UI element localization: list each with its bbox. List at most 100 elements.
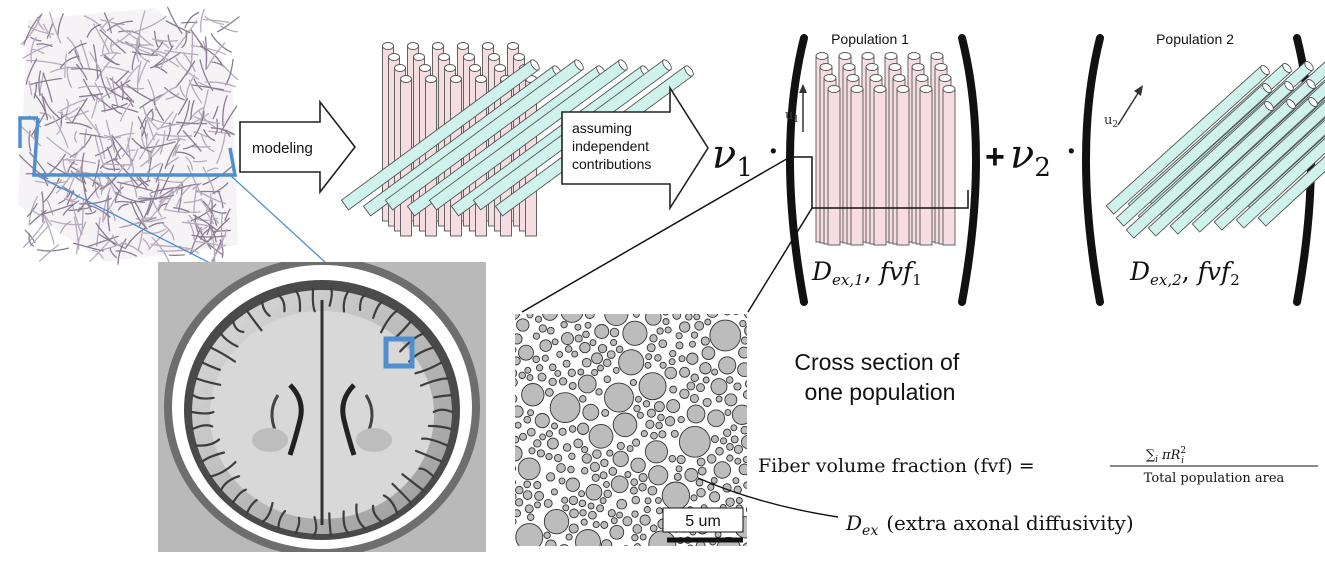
brain-mri-axial-image bbox=[158, 262, 486, 552]
axon-circle bbox=[581, 446, 589, 454]
axon-circle bbox=[735, 497, 743, 504]
nu2-dot: · bbox=[1065, 129, 1078, 175]
fiber-strand bbox=[131, 51, 158, 56]
fiber-strand bbox=[135, 31, 154, 47]
axon-circle bbox=[742, 390, 747, 400]
axon-circle bbox=[597, 343, 608, 354]
fiber-strand bbox=[157, 249, 190, 252]
axon-circle bbox=[541, 354, 549, 362]
axon-circle bbox=[724, 409, 732, 417]
axon-circle bbox=[642, 400, 651, 408]
axon-circle bbox=[679, 548, 685, 554]
fiber-strand bbox=[130, 159, 135, 175]
axon-circle bbox=[662, 314, 669, 316]
axon-circle bbox=[730, 424, 738, 432]
fiber-end-cap bbox=[846, 74, 860, 82]
fiber-strand bbox=[85, 210, 97, 215]
axon-circle bbox=[515, 346, 517, 353]
axon-circle bbox=[545, 539, 557, 546]
fiber-strand bbox=[50, 220, 84, 226]
fiber-end-cap bbox=[1286, 99, 1296, 109]
axon-circle bbox=[639, 533, 647, 541]
fiber-strand bbox=[94, 123, 106, 160]
axon-circle bbox=[601, 408, 610, 417]
fiber-strand bbox=[101, 102, 128, 112]
fiber-strand bbox=[30, 224, 50, 247]
axon-circle bbox=[649, 334, 658, 343]
axon-circle bbox=[603, 489, 612, 499]
axon-circle bbox=[707, 483, 715, 491]
axon-circle bbox=[558, 427, 567, 436]
axon-circle bbox=[515, 498, 524, 507]
fiber-strand bbox=[160, 111, 174, 129]
axon-circle bbox=[733, 444, 743, 454]
axon-circle bbox=[631, 534, 639, 542]
fiber-strand bbox=[59, 220, 72, 234]
fiber-strand bbox=[38, 70, 42, 96]
axon-circle bbox=[709, 319, 742, 352]
fiber-end-cap bbox=[1308, 97, 1318, 107]
axon-circle bbox=[580, 518, 588, 526]
axon-circle bbox=[679, 366, 691, 378]
axon-circle bbox=[536, 449, 545, 458]
mri-sulcus bbox=[261, 501, 274, 524]
axon-circle bbox=[638, 482, 647, 492]
r-sub: i bbox=[1181, 456, 1184, 466]
fiber-strand bbox=[94, 141, 115, 157]
mri-sulcus bbox=[219, 332, 239, 348]
fiber-end-cap bbox=[827, 85, 841, 93]
axon-circle bbox=[533, 481, 542, 490]
axon-circle bbox=[711, 368, 719, 376]
selection-slab-frame bbox=[18, 116, 238, 177]
fiber-strand bbox=[148, 229, 170, 251]
fiber-strand bbox=[183, 198, 203, 204]
axon-circle bbox=[655, 507, 663, 515]
fiber-strand bbox=[150, 40, 164, 56]
fiber-strand bbox=[126, 96, 134, 108]
fiber-strand bbox=[28, 80, 33, 96]
axon-circle bbox=[668, 358, 676, 366]
axon-circle bbox=[670, 429, 679, 438]
axon-circle bbox=[693, 314, 701, 321]
fiber-strand bbox=[186, 165, 203, 196]
pop1-right-paren bbox=[958, 34, 980, 306]
axon-circle bbox=[610, 475, 629, 494]
fiber-strand bbox=[175, 19, 198, 50]
fiber-strand bbox=[130, 200, 148, 230]
axon-circle bbox=[534, 413, 550, 429]
fiber-strand bbox=[144, 216, 167, 223]
fiber-strand bbox=[42, 23, 52, 38]
fiber-strand bbox=[125, 121, 134, 151]
fiber-strand bbox=[147, 157, 153, 182]
axon-circle bbox=[675, 341, 684, 350]
fiber-strand bbox=[153, 101, 165, 122]
pop1-fvf-sub: 1 bbox=[912, 271, 922, 289]
fiber-strand bbox=[39, 112, 52, 120]
fiber-strand bbox=[206, 167, 219, 172]
fiber-strand bbox=[73, 242, 104, 252]
fiber-strand bbox=[192, 214, 218, 231]
mri-sulcus bbox=[432, 408, 454, 414]
axon-circle bbox=[658, 339, 668, 349]
axon-circle bbox=[565, 477, 580, 492]
axon-circle bbox=[743, 314, 747, 319]
fiber-strand bbox=[75, 63, 88, 81]
mri-sulcus bbox=[201, 361, 221, 371]
nu1-sub: 1 bbox=[736, 153, 753, 183]
axon-circle bbox=[704, 318, 712, 326]
fiber-end-cap bbox=[530, 59, 540, 71]
fiber-strand bbox=[44, 113, 68, 127]
mri-sulcus bbox=[342, 510, 350, 535]
axon-circle bbox=[548, 363, 557, 372]
mri-sulcus bbox=[245, 309, 263, 332]
axon-circle bbox=[587, 502, 595, 510]
fiber-strand bbox=[155, 175, 160, 199]
axon-circle bbox=[732, 477, 740, 485]
axon-circle bbox=[546, 326, 555, 335]
fiber-strand bbox=[150, 49, 180, 68]
axon-circle bbox=[643, 506, 651, 514]
axon-circle bbox=[537, 372, 547, 382]
fiber-strand bbox=[28, 130, 32, 152]
fiber-strand bbox=[63, 197, 78, 203]
fiber-strand bbox=[77, 185, 101, 213]
